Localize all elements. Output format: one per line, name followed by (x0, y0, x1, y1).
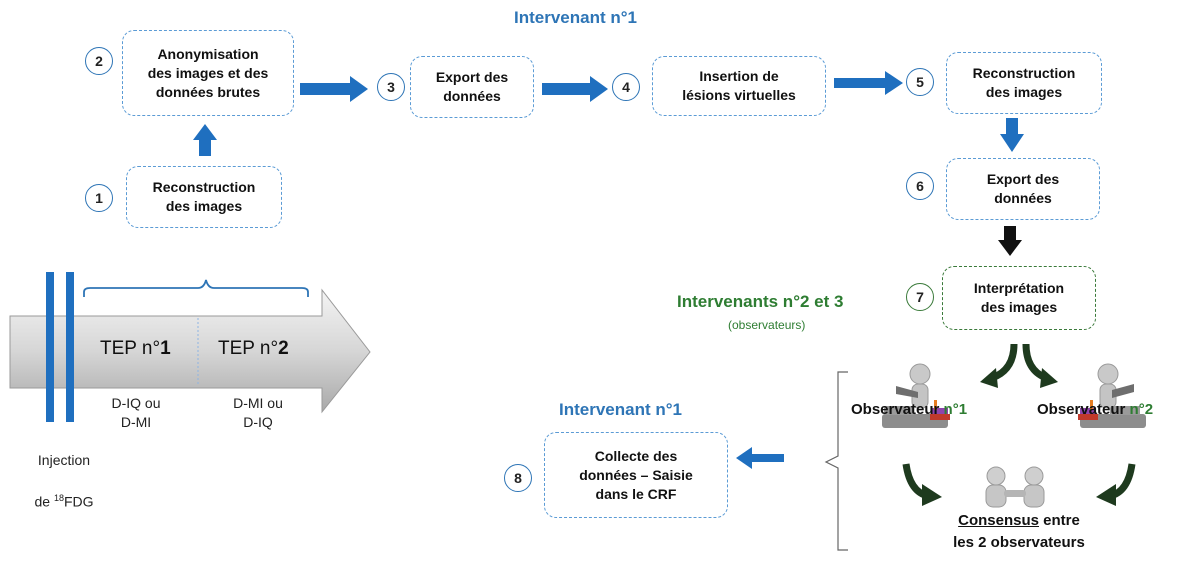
step-box-4: Insertion de lésions virtuelles (652, 56, 826, 116)
step-box-1: Reconstruction des images (126, 166, 282, 228)
intervenant1-top-title: Intervenant n°1 (514, 8, 637, 27)
step-number-5: 5 (906, 68, 934, 96)
person-reading-icon (1078, 363, 1146, 428)
tep1-label: TEP n°1 (100, 338, 171, 359)
consensus-label: Consensus entre les 2 observateurs (953, 512, 1085, 551)
arrow-1-to-2 (193, 124, 217, 156)
step-number-4: 4 (612, 73, 640, 101)
timeline-arrow (9, 288, 371, 414)
observers-bracket (824, 371, 848, 551)
step-number-2: 2 (85, 47, 113, 75)
intervenant1-bottom-title: Intervenant n°1 (559, 400, 682, 419)
arrow-6-to-7 (998, 226, 1022, 256)
tep-brace (83, 279, 309, 297)
injection-bar-2 (66, 272, 74, 422)
step-box-5: Reconstruction des images (946, 52, 1102, 114)
tep1-mode: D-IQ ou D-MI (111, 395, 161, 430)
arrow-2-to-3 (300, 76, 368, 102)
step-number-7: 7 (906, 283, 934, 311)
tep2-mode: D-MI ou D-IQ (233, 395, 283, 430)
person-reading-icon (882, 363, 950, 428)
handshake-people-icon (985, 466, 1045, 508)
injection-label: Injection de 18FDG (34, 452, 94, 510)
injection-bar-1 (46, 272, 54, 422)
step-box-2: Anonymisation des images et des données … (122, 30, 294, 116)
step-number-8: 8 (504, 464, 532, 492)
step-number-1: 1 (85, 184, 113, 212)
arrow-to-8 (736, 447, 784, 469)
step-box-8: Collecte des données – Saisie dans le CR… (544, 432, 728, 518)
step-box-7: Interprétation des images (942, 266, 1096, 330)
tep2-label: TEP n°2 (218, 338, 289, 359)
arrow-3-to-4 (542, 76, 608, 102)
step-box-3: Export des données (410, 56, 534, 118)
step-number-3: 3 (377, 73, 405, 101)
observateurs-note: (observateurs) (728, 318, 806, 332)
arrow-4-to-5 (834, 71, 903, 95)
observer-2-label: Observateur n°2 (1037, 401, 1154, 418)
arrow-5-to-6 (1000, 118, 1024, 152)
intervenants23-title: Intervenants n°2 et 3 (677, 292, 844, 311)
observer-1-label: Observateur n°1 (851, 401, 968, 418)
step-box-6: Export des données (946, 158, 1100, 220)
step-number-6: 6 (906, 172, 934, 200)
